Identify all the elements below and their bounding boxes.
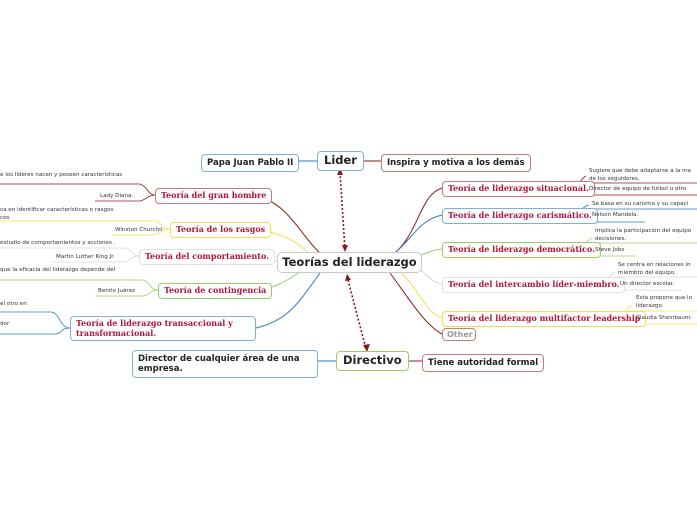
lider-node[interactable]: Lider (317, 151, 364, 171)
lider-example-node[interactable]: Papa Juan Pablo II (201, 154, 300, 173)
other-node[interactable]: Other (442, 328, 476, 341)
multifactor-description-line1: Esta propone que lo (636, 295, 693, 301)
lmx-example: Un director escolar. (620, 281, 675, 287)
democratic-description-line1: Implica la participación del equipo (595, 228, 692, 234)
theory-traits[interactable]: Teoría de los rasgos (170, 222, 272, 238)
multifactor-description-line2: liderazgo. (636, 302, 664, 309)
situational-description-line2: de los seguidores. (589, 175, 640, 182)
traits-example: Winston Churchil (115, 227, 163, 233)
theory-democratic[interactable]: Teoría de liderazgo democrático. (442, 242, 601, 258)
charismatic-example: Nelson Mandela. (592, 212, 639, 218)
transactional-title-line2: transformacional. (76, 327, 157, 338)
directivo-node[interactable]: Directivo (336, 351, 409, 371)
traits-description-line2: cos (0, 214, 10, 221)
lmx-description-line1: Se centra en relaciones in (618, 262, 691, 268)
charismatic-description: Se basa en su carisma y su capaci (592, 201, 689, 207)
democratic-description-line2: decisiones. (595, 235, 627, 242)
democratic-example: Steve Jobs (595, 247, 625, 253)
lmx-description-line2: miembro del equipo. (618, 269, 676, 276)
traits-description: ca en identificar características o rasg… (0, 207, 113, 222)
directivo-description-node[interactable]: Tiene autoridad formal (422, 354, 545, 373)
theory-multifactor[interactable]: Teoría del liderazgo multifactor leaders… (442, 311, 647, 327)
great-man-example: Lady Diana. (100, 193, 134, 199)
contingency-description: que la eficacia del liderazgo depende de… (0, 267, 116, 273)
theory-charismatic[interactable]: Teoría de liderazgo carismático. (442, 208, 598, 224)
directivo-example-node[interactable]: Director de cualquier área de una empres… (132, 350, 318, 379)
theory-leader-member-exchange[interactable]: Teoría del intercambio líder-miembro. (442, 277, 626, 293)
situational-description-line1: Sugiere que debe adaptarse a la ma (589, 168, 691, 174)
theory-behavioral[interactable]: Teoría del comportamiento. (139, 249, 275, 265)
situational-example: Director de equipo de futbol u otro (589, 186, 687, 192)
behavioral-example: Martin Luther King Jr. (56, 254, 115, 260)
traits-description-line1: ca en identificar características o rasg… (0, 207, 114, 213)
central-topic[interactable]: Teorías del liderazgo (277, 252, 422, 273)
behavioral-description: estudio de comportamientos y acciones . (0, 240, 116, 246)
transactional-title-line1: Teoría de liderazgo transaccional y (76, 318, 233, 328)
contingency-example: Benito Juárez (98, 288, 135, 294)
theory-contingency[interactable]: Teoría de contingencia (158, 283, 273, 299)
lider-description-node[interactable]: Inspira y motiva a los demás (381, 154, 531, 173)
multifactor-example: Claudia Sheinbaum. (636, 315, 693, 321)
transactional-description: el otro en (0, 301, 27, 307)
theory-situational[interactable]: Teoría de liderazgo situacional. (442, 181, 595, 197)
theory-great-man[interactable]: Teoría del gran hombre (155, 188, 273, 204)
transactional-example: dor (0, 321, 10, 327)
great-man-description: e los líderes nacen y poseen característ… (0, 172, 123, 178)
